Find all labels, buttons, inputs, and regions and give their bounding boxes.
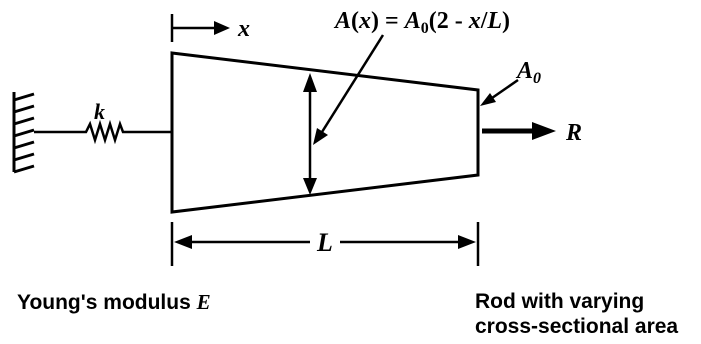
x-axis-label: x bbox=[237, 16, 250, 42]
spring-constant-label: k bbox=[94, 99, 105, 124]
x-axis-marker bbox=[170, 14, 230, 42]
tapered-rod bbox=[170, 51, 480, 214]
length-dimension bbox=[170, 222, 480, 266]
youngs-modulus-caption: Young's modulus E bbox=[17, 290, 211, 314]
cross-section-arrow bbox=[303, 73, 317, 195]
end-area-label: A0 bbox=[515, 58, 541, 87]
length-label: L bbox=[316, 228, 333, 257]
area-formula: A(x) = A0(2 - x/L) bbox=[333, 8, 510, 37]
youngs-modulus-symbol: E bbox=[196, 290, 211, 314]
end-area-leader bbox=[480, 78, 519, 106]
spring bbox=[34, 119, 172, 145]
area-formula-leader bbox=[313, 34, 385, 145]
rod-caption-line1: Rod with varying bbox=[475, 290, 645, 313]
force-label: R bbox=[565, 120, 582, 146]
rod-caption-line2: cross-sectional area bbox=[475, 315, 679, 338]
fixed-wall-support bbox=[12, 92, 35, 174]
force-arrow bbox=[482, 122, 556, 140]
